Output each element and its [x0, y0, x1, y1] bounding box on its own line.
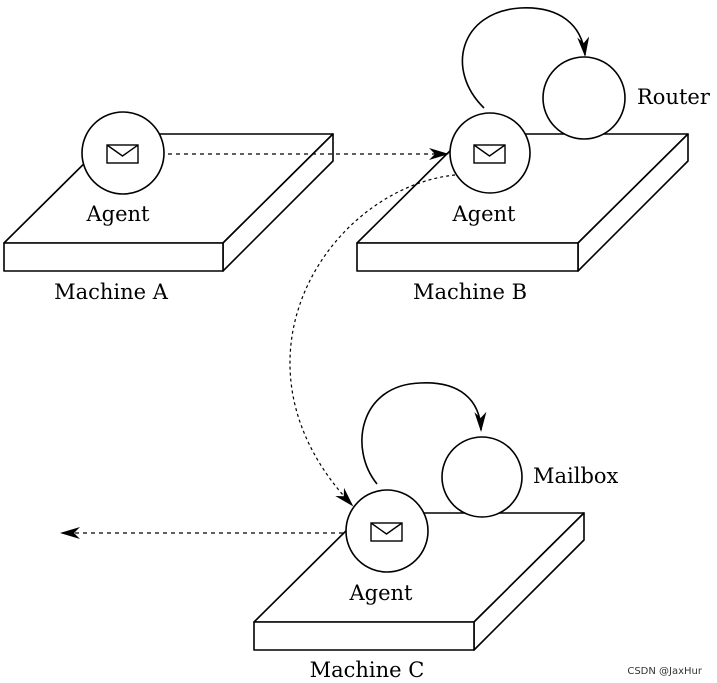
machine-c-platform [253, 512, 585, 651]
agent-a-label: Agent [86, 202, 151, 226]
machine-a-label: Machine A [54, 280, 169, 304]
envelope-icon [370, 522, 403, 542]
agent-a-node [81, 111, 165, 195]
envelope-icon [473, 144, 506, 164]
migration-arrow-b-to-c [289, 174, 456, 507]
mailbox-label: Mailbox [533, 464, 619, 488]
mailbox-node [441, 436, 523, 518]
envelope-icon [106, 144, 139, 164]
machine-c-label: Machine C [310, 658, 425, 682]
agent-c-node [345, 489, 429, 573]
watermark: CSDN @JaxHur [627, 666, 703, 677]
machine-b-platform [356, 133, 689, 272]
router-node [542, 56, 626, 140]
router-lookup-arrow [461, 7, 590, 109]
agent-c-label: Agent [349, 581, 414, 605]
machine-b-label: Machine B [413, 280, 527, 304]
agent-b-node [449, 112, 531, 194]
machine-a-platform [3, 133, 334, 272]
agent-b-label: Agent [452, 202, 517, 226]
router-label: Router [637, 85, 711, 109]
mailbox-lookup-arrow [361, 382, 487, 485]
